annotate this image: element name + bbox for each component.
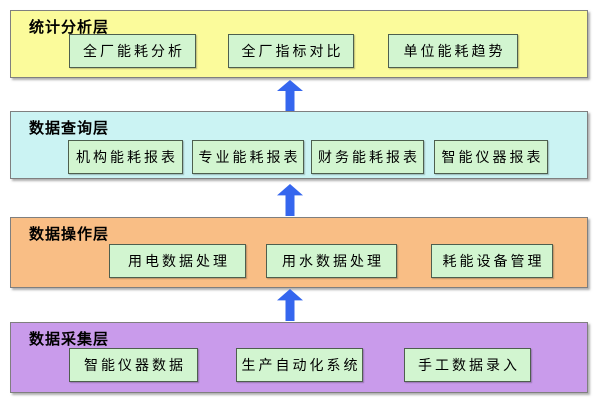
module-box: 智能仪器报表 [434,140,548,174]
module-box: 耗能设备管理 [431,244,553,278]
layer-title: 数据查询层 [29,120,110,137]
module-box: 专业能耗报表 [192,140,304,174]
up-arrow-icon [277,289,303,321]
layer-title: 数据操作层 [29,226,110,243]
module-box: 机构能耗报表 [68,140,183,174]
module-box: 生产自动化系统 [236,348,363,382]
module-box: 智能仪器数据 [69,348,198,382]
module-box: 手工数据录入 [404,348,531,382]
module-box: 全厂能耗分析 [69,34,196,68]
up-arrow-icon [277,80,303,111]
module-box: 单位能耗趋势 [388,34,518,68]
layer-operation: 数据操作层 用电数据处理 用水数据处理 耗能设备管理 [10,217,588,288]
module-box: 用电数据处理 [109,244,246,278]
module-box: 全厂指标对比 [228,34,354,68]
layer-statistics: 统计分析层 全厂能耗分析 全厂指标对比 单位能耗趋势 [10,10,588,78]
up-arrow-icon [277,184,303,216]
layer-title: 数据采集层 [29,331,110,348]
module-box: 用水数据处理 [266,244,397,278]
layer-query: 数据查询层 机构能耗报表 专业能耗报表 财务能耗报表 智能仪器报表 [10,111,588,179]
layer-title: 统计分析层 [29,19,110,36]
layer-collection: 数据采集层 智能仪器数据 生产自动化系统 手工数据录入 [10,322,588,393]
module-box: 财务能耗报表 [311,140,424,174]
